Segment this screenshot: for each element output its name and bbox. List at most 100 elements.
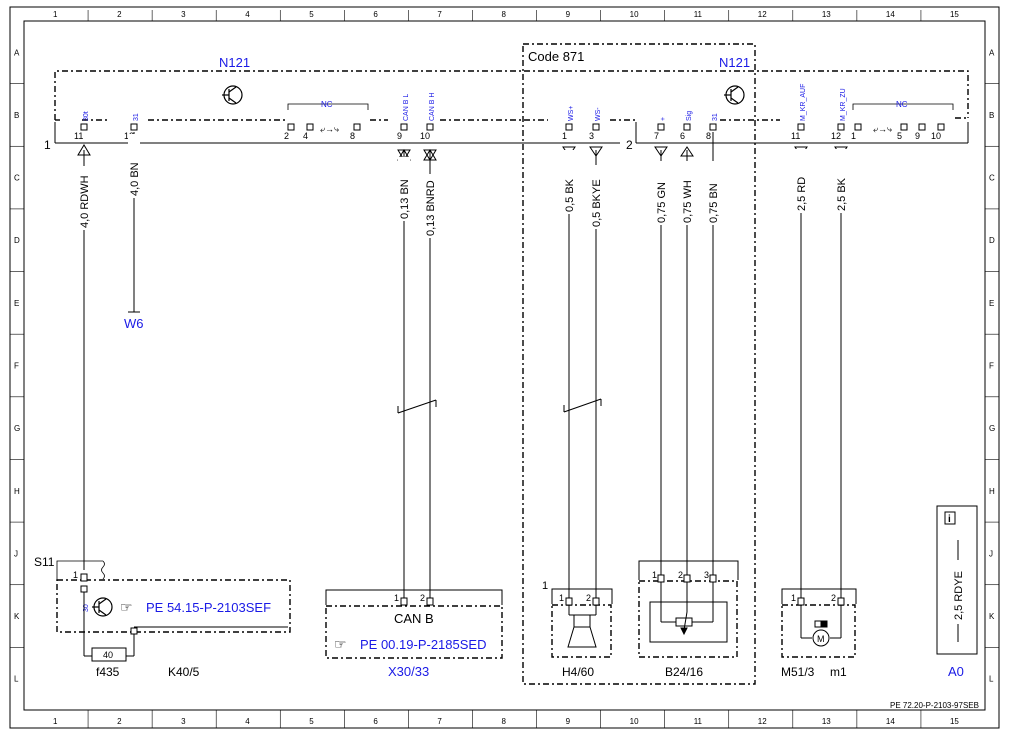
pin-socket — [854, 123, 862, 131]
x30-bracket — [325, 589, 503, 605]
pin-number: 2 — [284, 131, 289, 141]
grid-col-label: 15 — [950, 717, 959, 726]
grid-row-label: L — [14, 675, 19, 684]
grid-row-label: J — [14, 549, 18, 558]
x30-pin-2: 2 — [420, 593, 425, 603]
m1-label: m1 — [830, 665, 847, 679]
k40-internal-wiring — [83, 592, 288, 657]
wire-gauge-label: 4,0 RDWH — [79, 175, 91, 228]
pin-socket — [657, 123, 665, 131]
motor-icon — [800, 605, 842, 647]
pin-signal-label: Sig — [686, 111, 693, 121]
nc-bracket-left — [287, 103, 369, 110]
pin-socket — [130, 123, 138, 131]
nc-label-right: NC — [896, 100, 908, 109]
grid-col-label: 11 — [694, 10, 703, 19]
n121-module — [54, 70, 969, 121]
grid-row-label: C — [989, 174, 995, 183]
k40-pin-2 — [130, 627, 138, 635]
pin-signal-label: 31 — [712, 113, 719, 121]
pin-signal-label: WS+ — [568, 106, 575, 121]
transistor-icon — [222, 85, 243, 105]
m51-bracket — [781, 588, 857, 604]
k40-pin-top — [80, 573, 88, 593]
k40-relay-box — [56, 579, 291, 633]
h4-bracket — [551, 588, 613, 604]
wire-gauge-label: 2,5 BK — [836, 177, 848, 211]
pin-number: 12 — [831, 131, 841, 141]
h4-pin-2: 2 — [586, 593, 591, 603]
w6-ground-label: W6 — [124, 316, 144, 331]
grid-col-label: 9 — [566, 717, 571, 726]
grid-row-label: E — [14, 299, 19, 308]
pin-number: 6 — [680, 131, 685, 141]
grid-col-label: 3 — [181, 717, 186, 726]
pin-signal-label: 31 — [133, 113, 140, 121]
grid-row-label: D — [14, 236, 20, 245]
grid-row-label: B — [14, 111, 19, 120]
grid-col-label: 8 — [502, 717, 507, 726]
grid-col-label: 2 — [117, 717, 122, 726]
x30-reference-link[interactable]: PE 00.19-P-2185SED — [360, 637, 486, 652]
reference-hand-icon: ☞ — [334, 636, 347, 652]
pin-socket — [900, 123, 908, 131]
grid-row-label: C — [14, 174, 20, 183]
grid-col-label: 8 — [502, 10, 507, 19]
switch-glyph: ⤶→⤷ — [320, 124, 340, 134]
wire-gauge-label: 0,13 BNRD — [425, 180, 437, 236]
grid-row-label: H — [989, 487, 995, 496]
direction-arrows — [77, 144, 848, 161]
grid-col-label: 1 — [53, 717, 58, 726]
pin-socket — [683, 123, 691, 131]
pin-socket — [306, 123, 314, 131]
code-871-label: Code 871 — [528, 49, 584, 64]
fuse-f435 — [91, 647, 127, 662]
grid-row-label: K — [989, 612, 995, 621]
frame — [9, 6, 1000, 729]
b24-pin-1: 1 — [652, 570, 657, 580]
pin-socket — [353, 123, 361, 131]
k40-pin-1: 1 — [73, 570, 78, 580]
can-b-label: CAN B — [394, 611, 434, 626]
pin-signal-label: M_KR_ZU — [840, 88, 847, 121]
s11-switch — [56, 560, 105, 580]
grid-row-label: B — [989, 111, 994, 120]
pin-number: 10 — [420, 131, 430, 141]
b24-pin-3: 3 — [704, 570, 709, 580]
h4-horn-box — [551, 604, 612, 658]
h4-connector-label: 1 — [542, 580, 548, 592]
x30-pins — [400, 597, 434, 606]
m51-pins — [797, 597, 845, 606]
grid-col-label: 2 — [117, 10, 122, 19]
b24-bracket — [638, 560, 739, 580]
x30-pin-1: 1 — [394, 593, 399, 603]
k40-reference-link[interactable]: PE 54.15-P-2103SEF — [146, 600, 271, 615]
grid-col-label: 10 — [630, 717, 639, 726]
grid-row-label: E — [989, 299, 994, 308]
pin-number: 8 — [350, 131, 355, 141]
pin-number: 7 — [654, 131, 659, 141]
grid-row-label: A — [989, 48, 995, 57]
grid-row-label: G — [14, 424, 20, 433]
grid-col-label: 15 — [950, 10, 959, 19]
grid-col-label: 14 — [886, 10, 895, 19]
wire-gauge-label: 2,5 RD — [796, 177, 808, 211]
pin-number: 8 — [706, 131, 711, 141]
pin-socket — [426, 123, 434, 131]
grid-col-label: 7 — [437, 10, 442, 19]
potentiometer-icon — [649, 582, 728, 643]
pin-socket — [709, 123, 717, 131]
k40-label: K40/5 — [168, 665, 200, 679]
pin-signal-label: 30t — [83, 111, 90, 121]
grid-row-label: F — [989, 362, 994, 371]
pin-number: 1 — [562, 131, 567, 141]
pin-socket — [400, 123, 408, 131]
pin-number: 1 — [851, 131, 856, 141]
m51-label: M51/3 — [781, 665, 815, 679]
nc-label-left: NC — [321, 100, 333, 109]
pin-number: 5 — [897, 131, 902, 141]
pin-socket — [80, 123, 88, 131]
pin-socket — [565, 123, 573, 131]
